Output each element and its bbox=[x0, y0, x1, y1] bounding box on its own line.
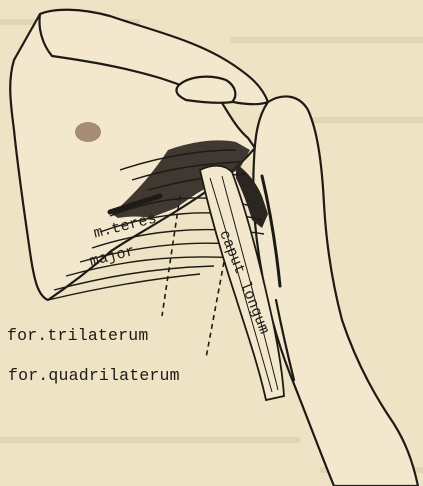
paper-stain bbox=[75, 122, 101, 142]
scapula bbox=[10, 10, 418, 486]
label-for-quadrilaterum: for.quadrilaterum bbox=[8, 366, 180, 385]
humerus bbox=[253, 96, 418, 486]
coracoid-process bbox=[176, 77, 235, 103]
leader-quadrilaterum bbox=[206, 262, 224, 358]
label-for-trilaterum: for.trilaterum bbox=[7, 326, 148, 345]
